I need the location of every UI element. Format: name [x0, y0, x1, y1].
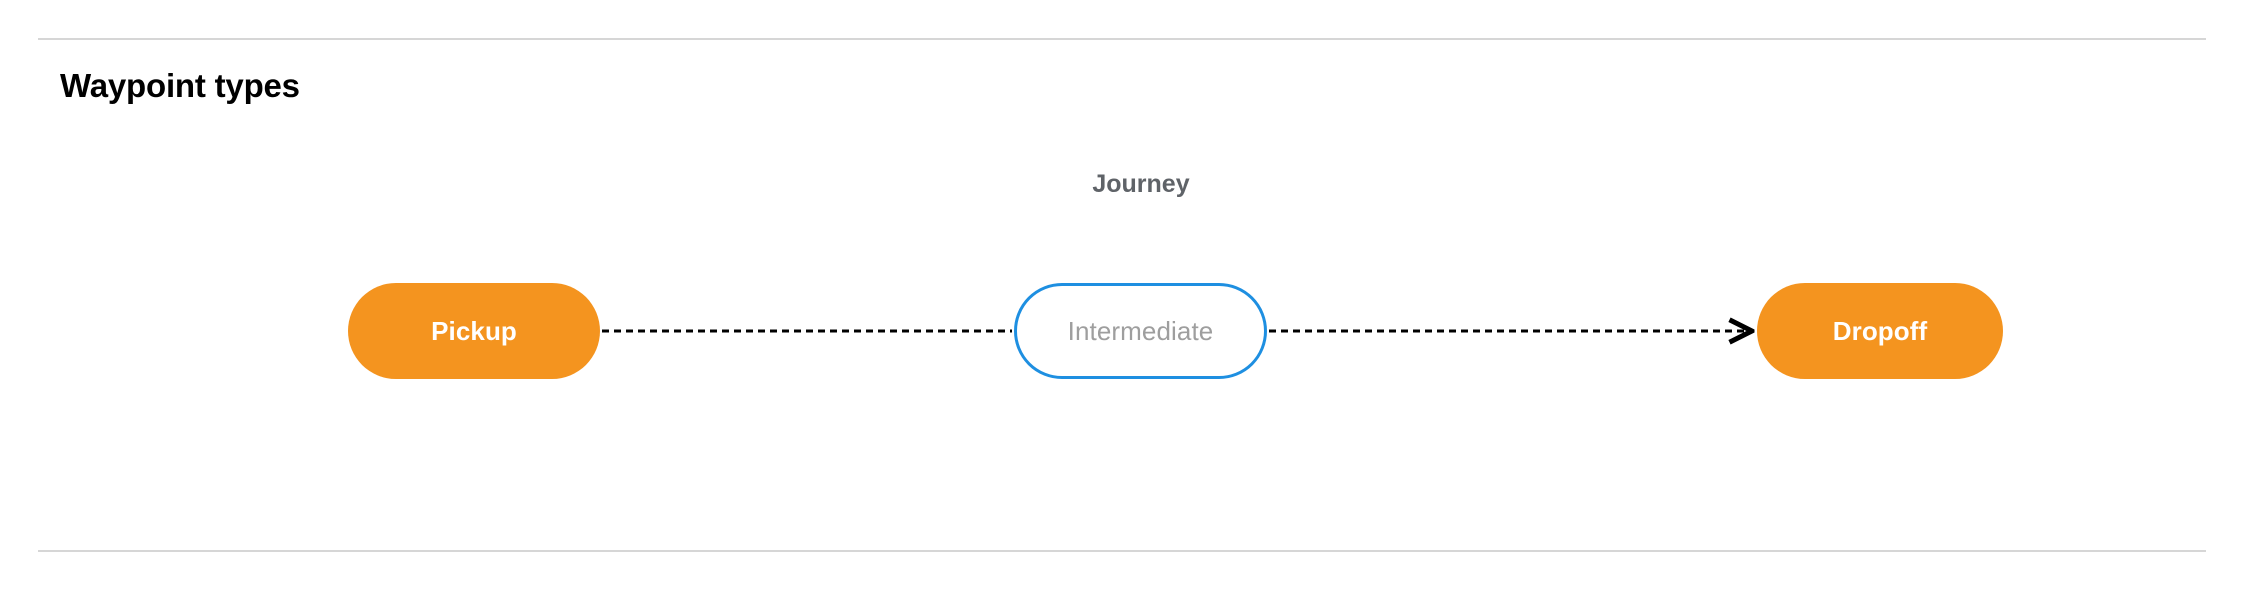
node-dropoff[interactable]: Dropoff [1757, 283, 2003, 379]
node-pickup[interactable]: Pickup [348, 283, 600, 379]
node-pickup-label: Pickup [431, 315, 517, 346]
node-intermediate[interactable]: Intermediate [1014, 283, 1267, 379]
section-divider-bottom [38, 550, 2206, 552]
node-intermediate-label: Intermediate [1067, 315, 1214, 346]
section-divider-top [38, 38, 2206, 40]
node-dropoff-label: Dropoff [1832, 315, 1928, 346]
page-title: Waypoint types [60, 67, 300, 104]
cluster-label-journey: Journey [1092, 170, 1190, 198]
